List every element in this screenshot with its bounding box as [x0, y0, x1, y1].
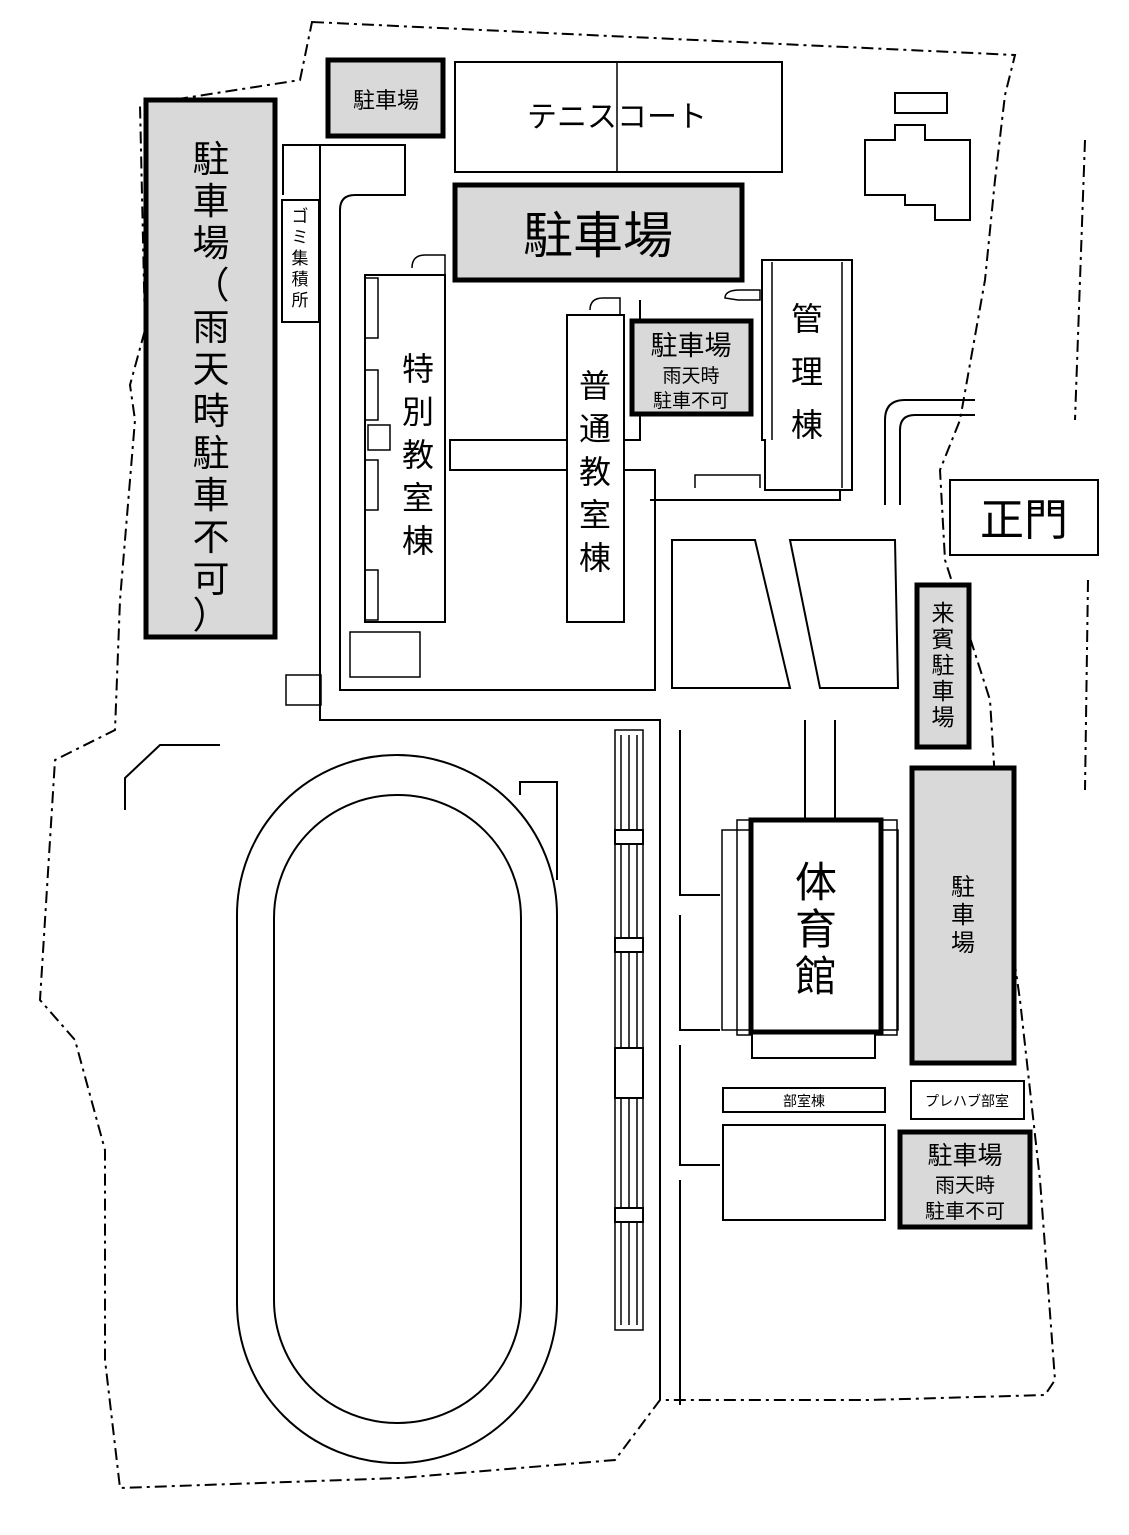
svg-text:天: 天	[193, 348, 230, 391]
svg-text:駐車場: 駐車場	[353, 89, 419, 114]
svg-text:駐: 駐	[193, 138, 230, 181]
admin-label-1: 管	[791, 300, 823, 338]
path-west-field	[124, 744, 220, 810]
parking-center-rain[interactable]	[629, 318, 754, 417]
svg-text:場: 場	[932, 705, 955, 731]
general-label-1: 普	[579, 367, 611, 405]
svg-text:（: （	[193, 264, 230, 307]
main-gate	[949, 479, 1099, 556]
svg-text:場: 場	[193, 222, 230, 265]
road-north-edge	[282, 144, 406, 211]
east-road-edge-lower	[1084, 579, 1089, 791]
svg-text:プレハブ部室: プレハブ部室	[925, 1093, 1009, 1110]
parking-southeast-rain[interactable]	[897, 1129, 1033, 1230]
special-label-5: 棟	[402, 522, 434, 560]
tennis-court	[454, 61, 783, 173]
special-label-2: 別	[402, 393, 434, 431]
svg-text:来: 来	[932, 601, 955, 627]
prefab-club-room	[910, 1080, 1025, 1120]
trash-collection-point	[281, 199, 320, 323]
gymnasium	[748, 817, 884, 1035]
east-blocks-road	[679, 730, 720, 1405]
svg-text:集: 集	[292, 249, 309, 269]
svg-text:ミ: ミ	[292, 228, 309, 248]
svg-text:駐: 駐	[932, 653, 955, 679]
svg-text:車: 車	[932, 679, 955, 705]
special-label-3: 教	[402, 436, 434, 474]
svg-text:雨天時: 雨天時	[662, 365, 719, 387]
svg-text:駐車場: 駐車場	[927, 1141, 1002, 1170]
bleachers	[614, 729, 644, 1331]
svg-text:駐車不可: 駐車不可	[925, 1199, 1005, 1223]
grass-block-1	[671, 539, 792, 689]
small-shed	[285, 674, 322, 706]
admin-building	[761, 259, 853, 491]
svg-text:駐: 駐	[951, 873, 975, 901]
svg-text:）: ）	[193, 594, 230, 637]
tennis-court-label: テニスコート	[527, 100, 707, 135]
svg-text:駐: 駐	[193, 432, 230, 475]
campus-boundary	[38, 20, 1057, 1490]
gym-label-1: 体	[795, 858, 837, 907]
svg-text:駐車場: 駐車場	[651, 331, 732, 362]
gym-label-3: 館	[795, 952, 837, 1001]
gym-label-2: 育	[795, 905, 837, 954]
general-label-4: 室	[579, 496, 611, 534]
grass-block-2	[788, 539, 900, 689]
small-building-west	[349, 631, 421, 678]
svg-text:所: 所	[292, 291, 309, 311]
svg-text:賓: 賓	[932, 627, 955, 653]
special-label-1: 特	[402, 350, 434, 388]
special-label-4: 室	[402, 479, 434, 517]
general-classroom-building	[566, 314, 625, 623]
main-gate-label: 正門	[980, 495, 1068, 546]
parking-north-small[interactable]	[325, 57, 446, 139]
parking-west-large[interactable]	[143, 97, 278, 640]
building-northeast	[864, 124, 971, 221]
svg-text:雨: 雨	[193, 306, 230, 349]
svg-text:可: 可	[193, 558, 230, 601]
svg-text:車: 車	[193, 180, 230, 223]
west-road	[319, 145, 661, 1400]
admin-label-2: 理	[791, 353, 823, 391]
east-road-edge	[1074, 139, 1086, 421]
running-track	[236, 754, 558, 1464]
parking-guest[interactable]	[914, 582, 972, 750]
svg-text:雨天時: 雨天時	[935, 1173, 995, 1197]
parking-center-main[interactable]	[452, 182, 745, 283]
admin-label-3: 棟	[791, 406, 823, 444]
svg-text:時: 時	[193, 390, 230, 433]
svg-text:駐車場: 駐車場	[523, 207, 673, 265]
svg-text:場: 場	[951, 929, 975, 957]
svg-text:積: 積	[292, 270, 309, 290]
svg-text:不: 不	[193, 516, 230, 559]
building-south-east	[722, 1124, 886, 1221]
general-label-2: 通	[579, 410, 611, 448]
svg-text:駐車不可: 駐車不可	[653, 390, 729, 412]
svg-text:ゴ: ゴ	[292, 206, 309, 227]
general-label-3: 教	[579, 453, 611, 491]
parking-east[interactable]	[909, 765, 1017, 1066]
gate-road-2	[899, 414, 975, 505]
svg-text:部室棟: 部室棟	[783, 1093, 825, 1110]
svg-text:車: 車	[193, 474, 230, 517]
small-building-north	[894, 92, 948, 114]
gym-road	[804, 720, 836, 820]
club-room-building	[722, 1087, 886, 1113]
svg-text:車: 車	[951, 901, 975, 929]
gate-road-1	[884, 399, 975, 505]
general-label-5: 棟	[579, 539, 611, 577]
